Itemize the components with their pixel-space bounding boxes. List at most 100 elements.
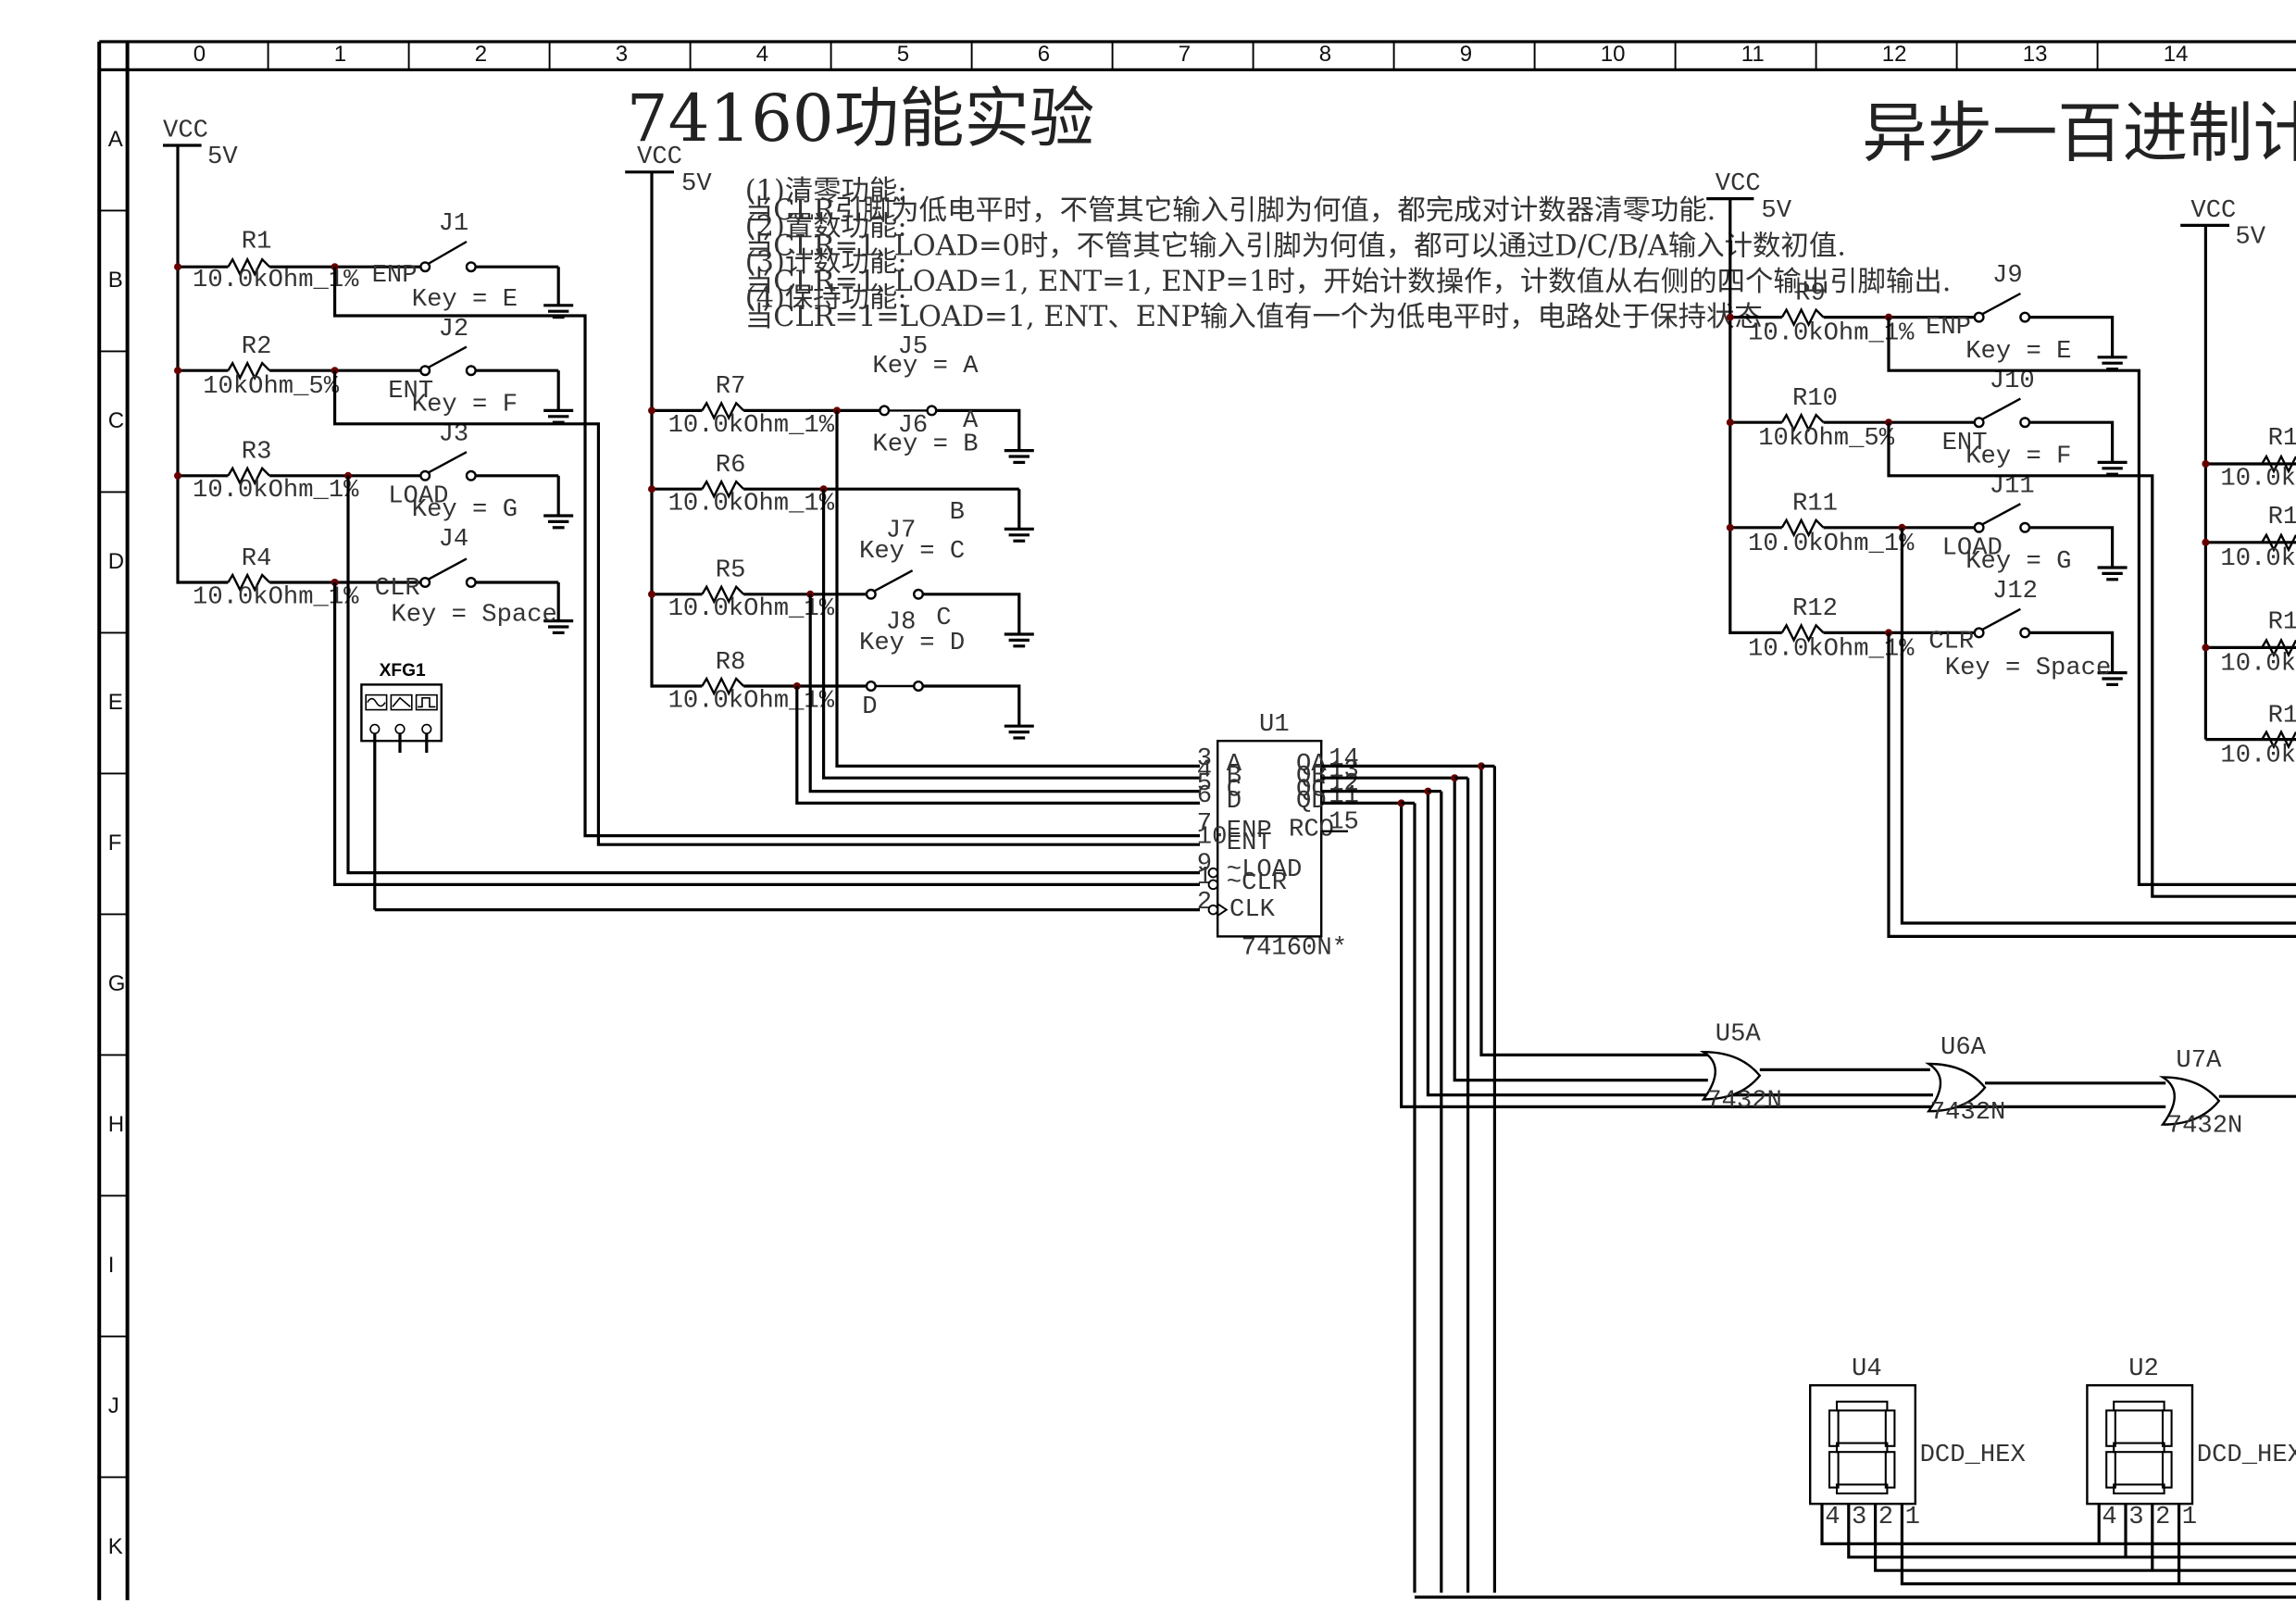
row-label: I xyxy=(108,1253,115,1278)
row-label: E xyxy=(108,690,123,715)
r5-value: 10.0kOhm_1% xyxy=(668,594,835,623)
r1-value: 10.0kOhm_1% xyxy=(193,266,359,294)
note-3-heading: (3)计数功能: xyxy=(745,246,907,279)
pin-14: 14 xyxy=(1329,744,1359,773)
r4-value: 10.0kOhm_1% xyxy=(193,582,359,611)
j12-net: CLR xyxy=(1928,627,1974,656)
r9-value: 10.0kOhm_1% xyxy=(1748,319,1915,348)
column-label: 0 xyxy=(193,42,206,67)
j6-net: B xyxy=(950,498,965,527)
function-notes: (1)清零功能: 当CLR引脚为低电平时，不管其它输入引脚为何值，都完成对计数器… xyxy=(745,175,1952,333)
r3-value: 10.0kOhm_1% xyxy=(193,476,359,505)
column-label: 6 xyxy=(1038,42,1050,67)
left-title: 74160功能实验 xyxy=(627,81,1095,156)
pin-qa-label: QA xyxy=(1296,750,1327,779)
pin-c-label: C xyxy=(1227,775,1242,804)
r10-value: 10kOhm_5% xyxy=(1758,424,1895,453)
note-4-body: 当CLR=1=LOAD=1, ENT、ENP输入值有一个为低电平时，电路处于保持… xyxy=(745,301,1772,333)
column-label: 9 xyxy=(1460,42,1472,67)
r11-value: 10.0kOhm_1% xyxy=(1748,530,1915,558)
triangle-wave-icon xyxy=(390,693,413,711)
pin-rco-label: RCO xyxy=(1289,816,1334,844)
pin-a-label: A xyxy=(1227,750,1242,779)
column-label: 3 xyxy=(616,42,628,67)
j9-key: Key = E xyxy=(1965,337,2071,366)
u5a-part: 7432N xyxy=(1706,1086,1782,1115)
column-label: 5 xyxy=(897,42,909,67)
column-label: 12 xyxy=(1882,42,1907,67)
pin-b-label: B xyxy=(1227,762,1242,791)
pin-13: 13 xyxy=(1329,756,1359,785)
partial-r-value-2: 10.0kO xyxy=(2220,544,2296,573)
pin-enp-label: ENP xyxy=(1227,817,1272,845)
j4-net: CLR xyxy=(375,574,420,603)
row-label: K xyxy=(108,1534,123,1559)
hex-display-u4[interactable]: U4 DCD_HEX 4 3 2 1 xyxy=(1809,1355,2296,1586)
j8-key: Key = D xyxy=(859,629,965,657)
or-gate-u6a[interactable]: U6A 7432N xyxy=(1925,1033,2006,1127)
pin-6: 6 xyxy=(1197,781,1212,810)
pin-clk-label: CLK xyxy=(1229,895,1276,924)
r1-ref: R1 xyxy=(242,227,272,256)
volt-label-4: 5V xyxy=(2235,223,2265,252)
partial-r-value-3: 10.0kO xyxy=(2220,649,2296,678)
u4-pin-1: 1 xyxy=(1905,1503,1920,1531)
u6a-ref: U6A xyxy=(1940,1033,1987,1062)
u1-ref: U1 xyxy=(1259,710,1290,739)
pin-12: 12 xyxy=(1329,769,1359,798)
pin-11: 11 xyxy=(1329,781,1359,810)
row-label: C xyxy=(108,408,124,433)
volt-label-2: 5V xyxy=(681,169,712,198)
column-label: 4 xyxy=(756,42,768,67)
partial-r-ref-4: R1 xyxy=(2268,701,2296,730)
seven-segment-icon xyxy=(2105,1400,2173,1495)
column-label: 8 xyxy=(1319,42,1331,67)
or-gate-u5a[interactable]: U5A 7432N xyxy=(1699,1019,1782,1115)
chip-u1-74160[interactable]: U1 74160N* 3 A 4 B 5 C 6 D 7 ENP 10 ENT … xyxy=(1197,710,1359,963)
pin-5: 5 xyxy=(1197,769,1212,798)
hex-display-u2[interactable]: U2 DCD_HEX 4 3 2 1 xyxy=(2086,1355,2296,1584)
r8-ref: R8 xyxy=(716,648,746,677)
partial-r-value-4: 10.0kO xyxy=(2220,742,2296,770)
data-input-panel: VCC 5V R7 10.0kOhm_1% J5 Key = A A R6 10… xyxy=(625,143,1200,806)
note-1-heading: (1)清零功能: xyxy=(745,175,907,207)
pin-7: 7 xyxy=(1197,809,1212,838)
right-title: 异步一百进制计数器 xyxy=(1862,95,2296,171)
note-2-body: 当CLR=1, LOAD=0时，不管其它输入引脚为何值，都可以通过D/C/B/A… xyxy=(745,230,1846,262)
vcc-label-2: VCC xyxy=(637,143,682,171)
u2-pin-3: 3 xyxy=(2128,1503,2143,1531)
left-control-panel: VCC 5V R1 10.0kOhm_1% J1 ENP Key = E R2 … xyxy=(163,116,1200,912)
function-generator-xfg1[interactable]: XFG1 xyxy=(360,661,443,910)
j11-net: LOAD xyxy=(1942,534,2003,563)
j11-key: Key = G xyxy=(1965,547,2071,576)
j8-ref: J8 xyxy=(886,608,917,637)
pin-ent-label: ENT xyxy=(1227,829,1272,857)
column-label: 14 xyxy=(2164,42,2189,67)
column-label: 13 xyxy=(2023,42,2048,67)
pin-4: 4 xyxy=(1197,756,1212,785)
r6-ref: R6 xyxy=(716,451,746,480)
j12-ref: J12 xyxy=(1992,577,2038,606)
partial-r-ref-1: R1 xyxy=(2268,424,2296,453)
partial-r-value-1: 10.0kO xyxy=(2220,464,2296,493)
u5a-ref: U5A xyxy=(1716,1019,1762,1048)
partial-r-ref-2: R1 xyxy=(2268,503,2296,531)
u6a-part: 7432N xyxy=(1930,1098,2006,1127)
u4-pin-3: 3 xyxy=(1852,1503,1866,1531)
u4-ref: U4 xyxy=(1852,1355,1882,1383)
u2-part: DCD_HEX xyxy=(2197,1441,2296,1469)
volt-label: 5V xyxy=(207,143,238,171)
row-label: D xyxy=(108,549,124,574)
r11-ref: R11 xyxy=(1792,490,1838,518)
r5-ref: R5 xyxy=(716,556,746,585)
or-gate-u7a[interactable]: U7A 7432N xyxy=(2158,1046,2242,1141)
j2-ref: J2 xyxy=(439,315,469,344)
j1-net: ENP xyxy=(372,261,418,290)
j7-key: Key = C xyxy=(859,537,965,566)
u1-part: 74160N* xyxy=(1242,934,1347,963)
xfg1-label: XFG1 xyxy=(380,661,426,681)
note-4-heading: (4)保持功能: xyxy=(745,281,907,314)
j8-net: D xyxy=(862,693,877,721)
vcc-label-4: VCC xyxy=(2190,196,2236,225)
